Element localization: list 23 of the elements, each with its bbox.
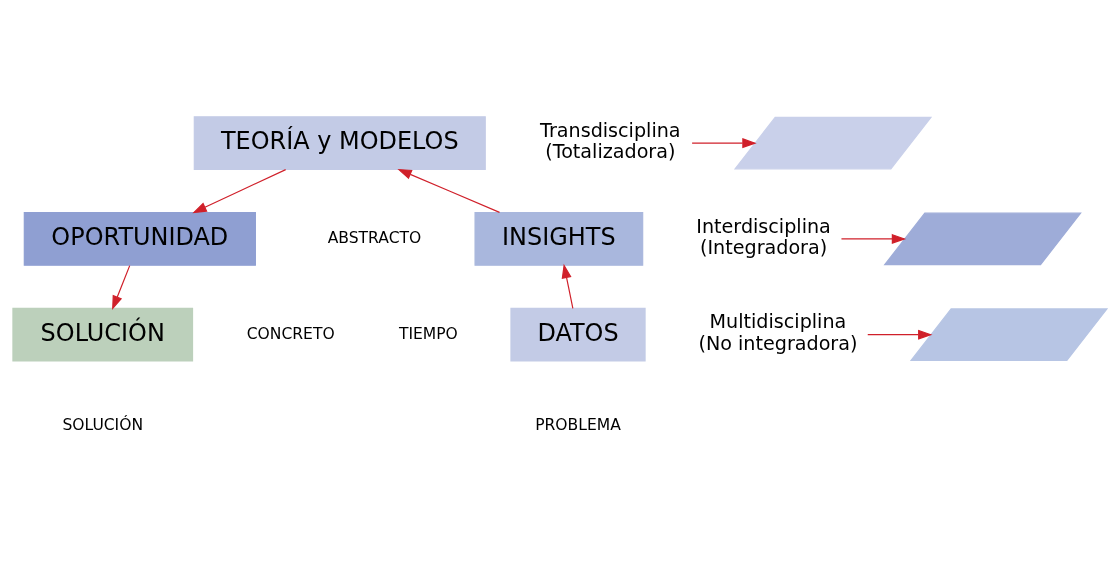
node-parallelogram <box>909 307 1109 361</box>
node-text: Transdisciplina (Totalizadora) <box>540 118 681 163</box>
node-box: SOLUCIÓN <box>12 307 194 362</box>
arrow <box>840 233 907 244</box>
arrow <box>192 168 287 213</box>
label: TIEMPO <box>398 324 458 343</box>
arrow <box>691 137 757 148</box>
arrow <box>561 263 574 309</box>
label: PROBLEMA <box>535 415 621 434</box>
node-box: OPORTUNIDAD <box>23 211 256 266</box>
label: ABSTRACTO <box>327 228 422 247</box>
label: SOLUCIÓN <box>62 415 144 434</box>
arrow <box>397 168 501 213</box>
node-parallelogram <box>883 212 1082 265</box>
node-box: INSIGHTS <box>474 211 644 266</box>
node-text: Multidisciplina (No integradora) <box>698 309 858 355</box>
node-box: TEORÍA y MODELOS <box>193 115 486 170</box>
node-text: Interdisciplina (Integradora) <box>696 214 831 259</box>
node-parallelogram <box>733 116 933 169</box>
arrow <box>867 329 933 340</box>
arrow <box>112 264 131 310</box>
node-box: DATOS <box>510 307 646 362</box>
label: CONCRETO <box>246 324 335 343</box>
